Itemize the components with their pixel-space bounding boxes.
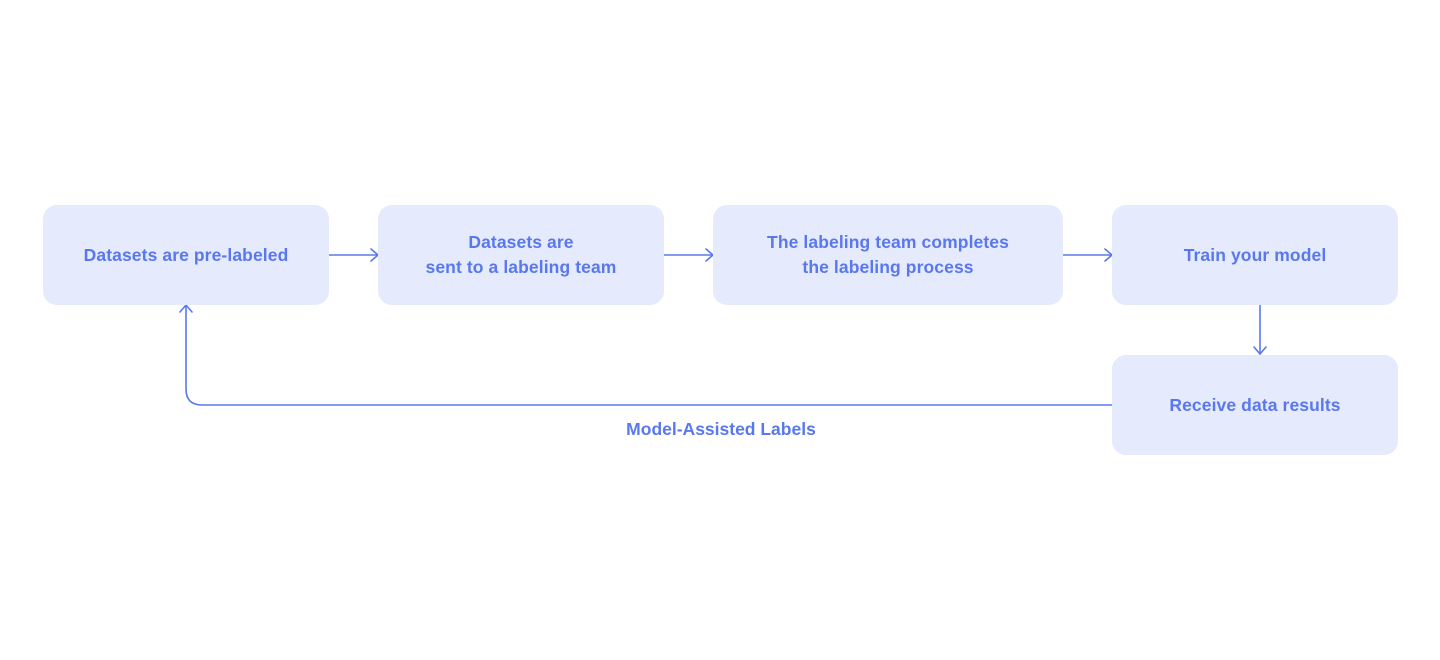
- node-receive-data-results: Receive data results: [1112, 355, 1398, 455]
- node-datasets-pre-labeled: Datasets are pre-labeled: [43, 205, 329, 305]
- node-labeling-team-completes: The labeling team completes the labeling…: [713, 205, 1063, 305]
- arrow-n3-to-n4: [1062, 248, 1113, 262]
- node-label: Receive data results: [1169, 394, 1341, 415]
- node-sent-to-labeling-team: Datasets are sent to a labeling team: [378, 205, 664, 305]
- node-label-line-1: Datasets are: [468, 232, 574, 252]
- node-label-line-2: the labeling process: [802, 257, 974, 277]
- arrow-n5-to-n1-loop: [179, 304, 1113, 406]
- node-label: Train your model: [1183, 244, 1327, 265]
- node-label-line-1: The labeling team completes: [767, 232, 1009, 252]
- edge-label-model-assisted-labels: Model-Assisted Labels: [626, 419, 816, 439]
- arrow-n4-to-n5: [1253, 304, 1267, 355]
- node-label: Datasets are pre-labeled: [83, 244, 289, 265]
- arrow-n2-to-n3: [663, 248, 714, 262]
- arrow-n1-to-n2: [328, 248, 379, 262]
- node-label-line-2: sent to a labeling team: [425, 257, 617, 277]
- node-train-your-model: Train your model: [1112, 205, 1398, 305]
